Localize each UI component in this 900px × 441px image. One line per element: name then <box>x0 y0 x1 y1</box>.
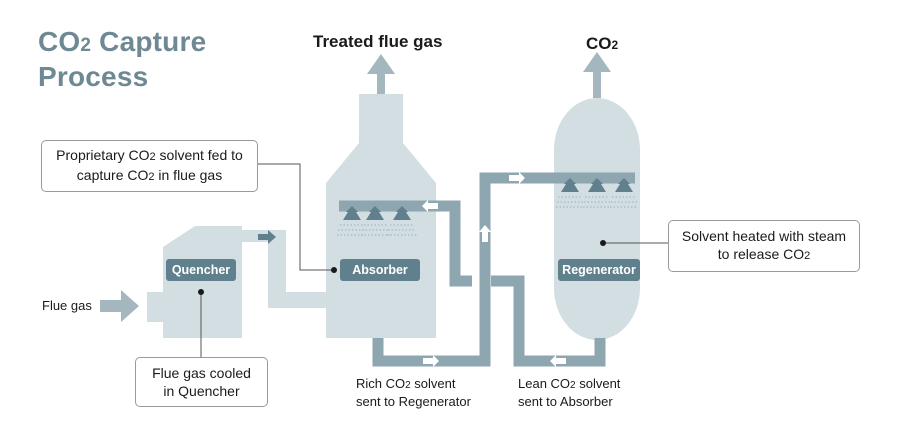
solvent-callout: Proprietary CO2 solvent fed to capture C… <box>41 140 258 192</box>
page-title: CO2 Capture Process <box>38 26 207 92</box>
quencher-callout: Flue gas cooled in Quencher <box>135 357 268 407</box>
callout-leaders <box>200 163 668 358</box>
flue-gas-inlet-arrow <box>100 290 139 322</box>
treated-flue-gas-label: Treated flue gas <box>313 32 443 51</box>
lean-solvent-label: Lean CO2 solvent sent to Absorber <box>518 376 621 409</box>
quencher-vessel <box>147 226 328 338</box>
absorber-spray-nozzles <box>337 206 417 236</box>
regenerator-spray-nozzles <box>556 178 638 208</box>
regenerator-callout: Solvent heated with steam to release CO2 <box>668 220 860 272</box>
pipe-flow-arrows <box>422 172 566 367</box>
callout-dots <box>198 240 606 295</box>
duct-flow-arrow <box>258 230 276 244</box>
regenerator-vessel <box>554 98 640 340</box>
regenerator-label: Regenerator <box>558 259 640 281</box>
co2-outlet-arrow <box>583 52 611 98</box>
absorber-label: Absorber <box>340 259 420 281</box>
treated-gas-arrow <box>367 54 395 94</box>
quencher-label: Quencher <box>166 259 236 281</box>
solvent-pipes <box>339 172 635 367</box>
co2-output-label: CO2 <box>586 34 619 53</box>
rich-solvent-label: Rich CO2 solvent sent to Regenerator <box>356 376 471 409</box>
flue-gas-label: Flue gas <box>42 298 92 313</box>
